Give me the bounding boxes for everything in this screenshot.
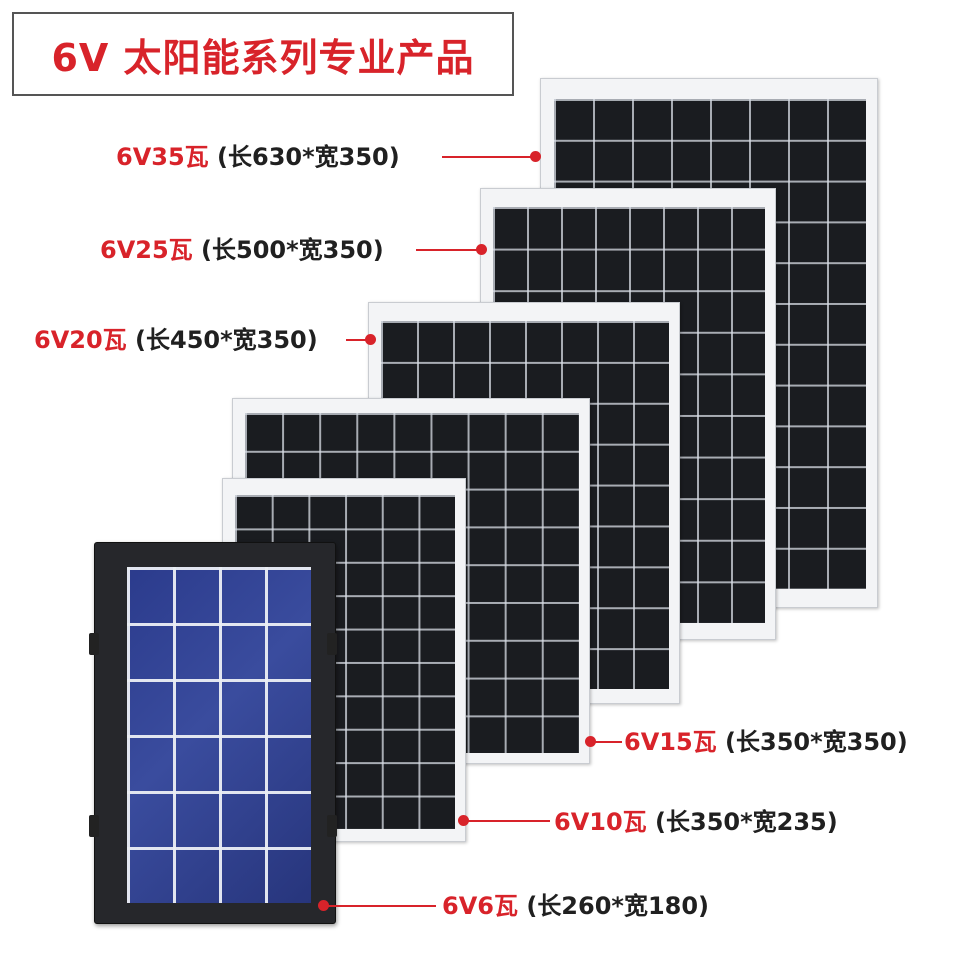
panel-clip: [89, 815, 99, 837]
dims-10w: (长350*宽235): [655, 808, 838, 836]
dims-6w: (长260*宽180): [526, 892, 710, 920]
model-35w: 6V35瓦: [116, 143, 209, 171]
model-25w: 6V25瓦: [100, 236, 193, 264]
leader-line-6w: [326, 905, 436, 907]
model-15w: 6V15瓦: [624, 728, 717, 756]
label-25w: 6V25瓦 (长500*宽350): [100, 238, 384, 262]
model-10w: 6V10瓦: [554, 808, 647, 836]
label-10w: 6V10瓦 (长350*宽235): [554, 810, 838, 834]
dims-15w: (长350*宽350): [725, 728, 908, 756]
label-15w: 6V15瓦 (长350*宽350): [624, 730, 908, 754]
marker-dot-10w: [458, 815, 469, 826]
panel-cells-6w: [127, 567, 311, 903]
panel-clip: [327, 633, 337, 655]
dims-35w: (长630*宽350): [217, 143, 400, 171]
marker-dot-35w: [530, 151, 541, 162]
model-6w: 6V6瓦: [442, 892, 518, 920]
leader-line-25w: [416, 249, 478, 251]
title-box: 6V 太阳能系列专业产品: [12, 12, 514, 96]
marker-dot-20w: [365, 334, 376, 345]
marker-dot-6w: [318, 900, 329, 911]
dims-25w: (长500*宽350): [201, 236, 384, 264]
leader-line-35w: [442, 156, 534, 158]
leader-line-15w: [592, 741, 622, 743]
solar-panel-6w: [89, 542, 337, 924]
panel-clip: [89, 633, 99, 655]
leader-line-10w: [466, 820, 550, 822]
label-35w: 6V35瓦 (长630*宽350): [116, 145, 400, 169]
label-6w: 6V6瓦 (长260*宽180): [442, 894, 709, 918]
marker-dot-25w: [476, 244, 487, 255]
model-20w: 6V20瓦: [34, 326, 127, 354]
dims-20w: (长450*宽350): [135, 326, 318, 354]
marker-dot-15w: [585, 736, 596, 747]
page-title: 6V 太阳能系列专业产品: [51, 35, 475, 80]
label-20w: 6V20瓦 (长450*宽350): [34, 328, 318, 352]
panel-clip: [327, 815, 337, 837]
leader-line-20w: [346, 339, 368, 341]
